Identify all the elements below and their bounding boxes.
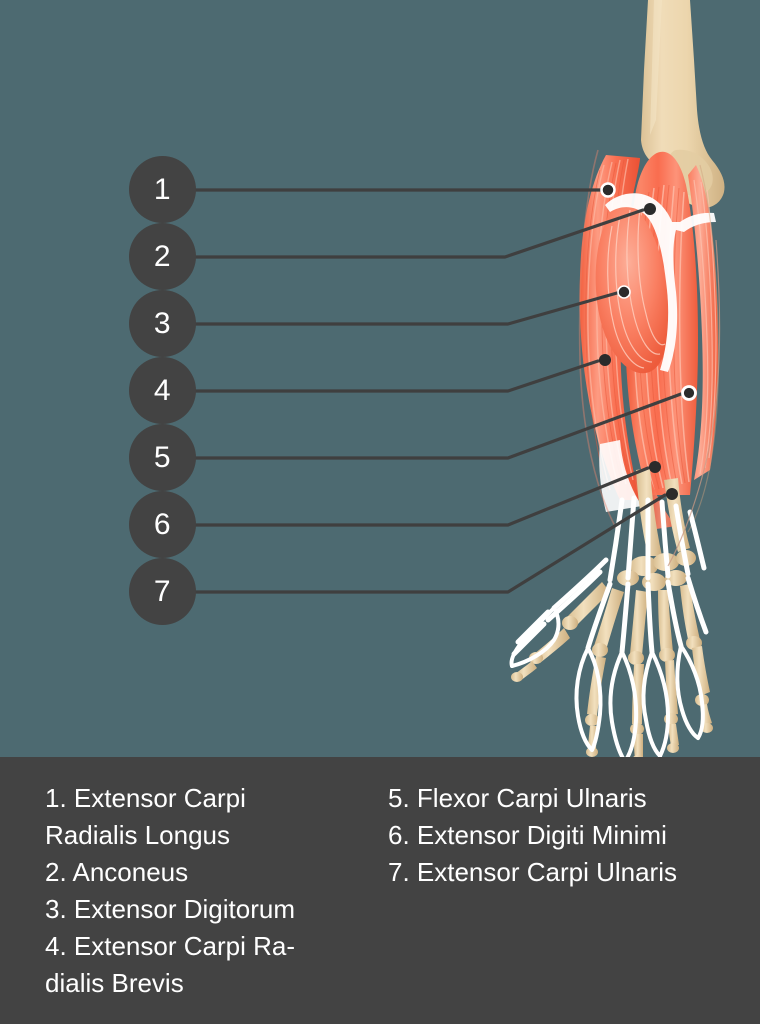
marker-badge-1[interactable]: 1	[129, 156, 196, 223]
leader-line-5	[194, 392, 683, 460]
leader-dot-5	[681, 385, 697, 401]
marker-badge-7[interactable]: 7	[129, 558, 196, 625]
leader-line-2	[194, 208, 645, 259]
legend-panel: 1. Extensor Carpi Radialis Longus 2. Anc…	[0, 757, 760, 1024]
leader-dot-2	[644, 203, 656, 215]
marker-badge-2-label: 2	[153, 239, 172, 273]
legend-column-right: 5. Flexor Carpi Ulnaris 6. Extensor Digi…	[388, 783, 677, 887]
leader-dot-6	[649, 461, 661, 473]
leader-dot-7	[666, 488, 678, 500]
leader-line-6	[194, 466, 650, 527]
leader-line-7	[194, 493, 667, 594]
marker-badge-7-label: 7	[153, 574, 172, 608]
marker-badge-5-label: 5	[153, 440, 172, 474]
leader-line-3	[194, 291, 619, 326]
marker-badge-4-label: 4	[153, 373, 172, 407]
leader-lines-layer	[194, 182, 697, 594]
marker-badge-1-label: 1	[153, 172, 172, 206]
leader-dot-1	[600, 182, 616, 198]
leader-dot-3	[617, 285, 631, 299]
marker-badge-3[interactable]: 3	[129, 290, 196, 357]
leader-dot-4	[599, 354, 611, 366]
marker-badge-3-label: 3	[153, 306, 172, 340]
marker-badge-4[interactable]: 4	[129, 357, 196, 424]
legend-column-left: 1. Extensor Carpi Radialis Longus 2. Anc…	[45, 783, 295, 998]
marker-badge-5[interactable]: 5	[129, 424, 196, 491]
marker-badge-6-label: 6	[153, 507, 172, 541]
marker-badge-6[interactable]: 6	[129, 491, 196, 558]
marker-badge-2[interactable]: 2	[129, 223, 196, 290]
leader-line-4	[194, 359, 600, 393]
